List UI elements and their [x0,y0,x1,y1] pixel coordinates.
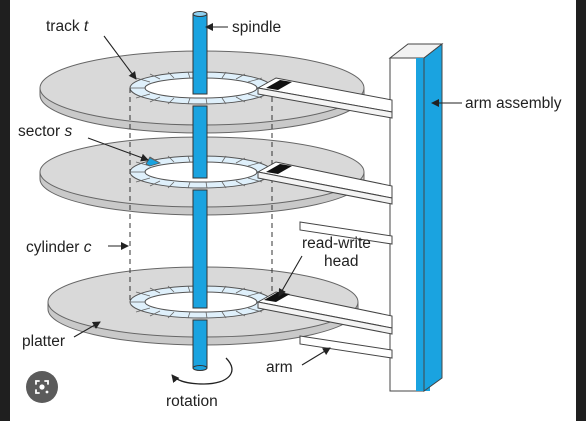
sector-label: sector s [18,123,73,140]
cylinder-label: cylinder c [26,239,92,256]
lens-search-button[interactable] [26,371,58,403]
rotation-label: rotation [166,393,218,410]
platter-leader [73,321,101,338]
arm-lower-extra [299,221,393,245]
read-write-label-line2: head [324,253,358,270]
arm-middle [256,161,393,205]
track-leader [103,35,137,80]
read-write-head-middle [266,164,292,174]
arm-label: arm [266,359,293,376]
lens-search-icon [35,380,49,394]
read-write-label-line1: read-write [302,235,371,252]
rotation-arrow [171,357,233,385]
head-leader [278,255,303,297]
spindle-label: spindle [232,19,281,36]
sector-leader [87,137,149,162]
arm-leader [301,347,331,366]
track-label: track t [46,18,89,35]
read-write-head-top [266,80,292,90]
arm-top [256,77,393,119]
arm-assembly-column [388,42,444,392]
arm-assembly-label: arm assembly [465,95,562,112]
platter-label: platter [22,333,65,350]
spindle [192,11,208,371]
